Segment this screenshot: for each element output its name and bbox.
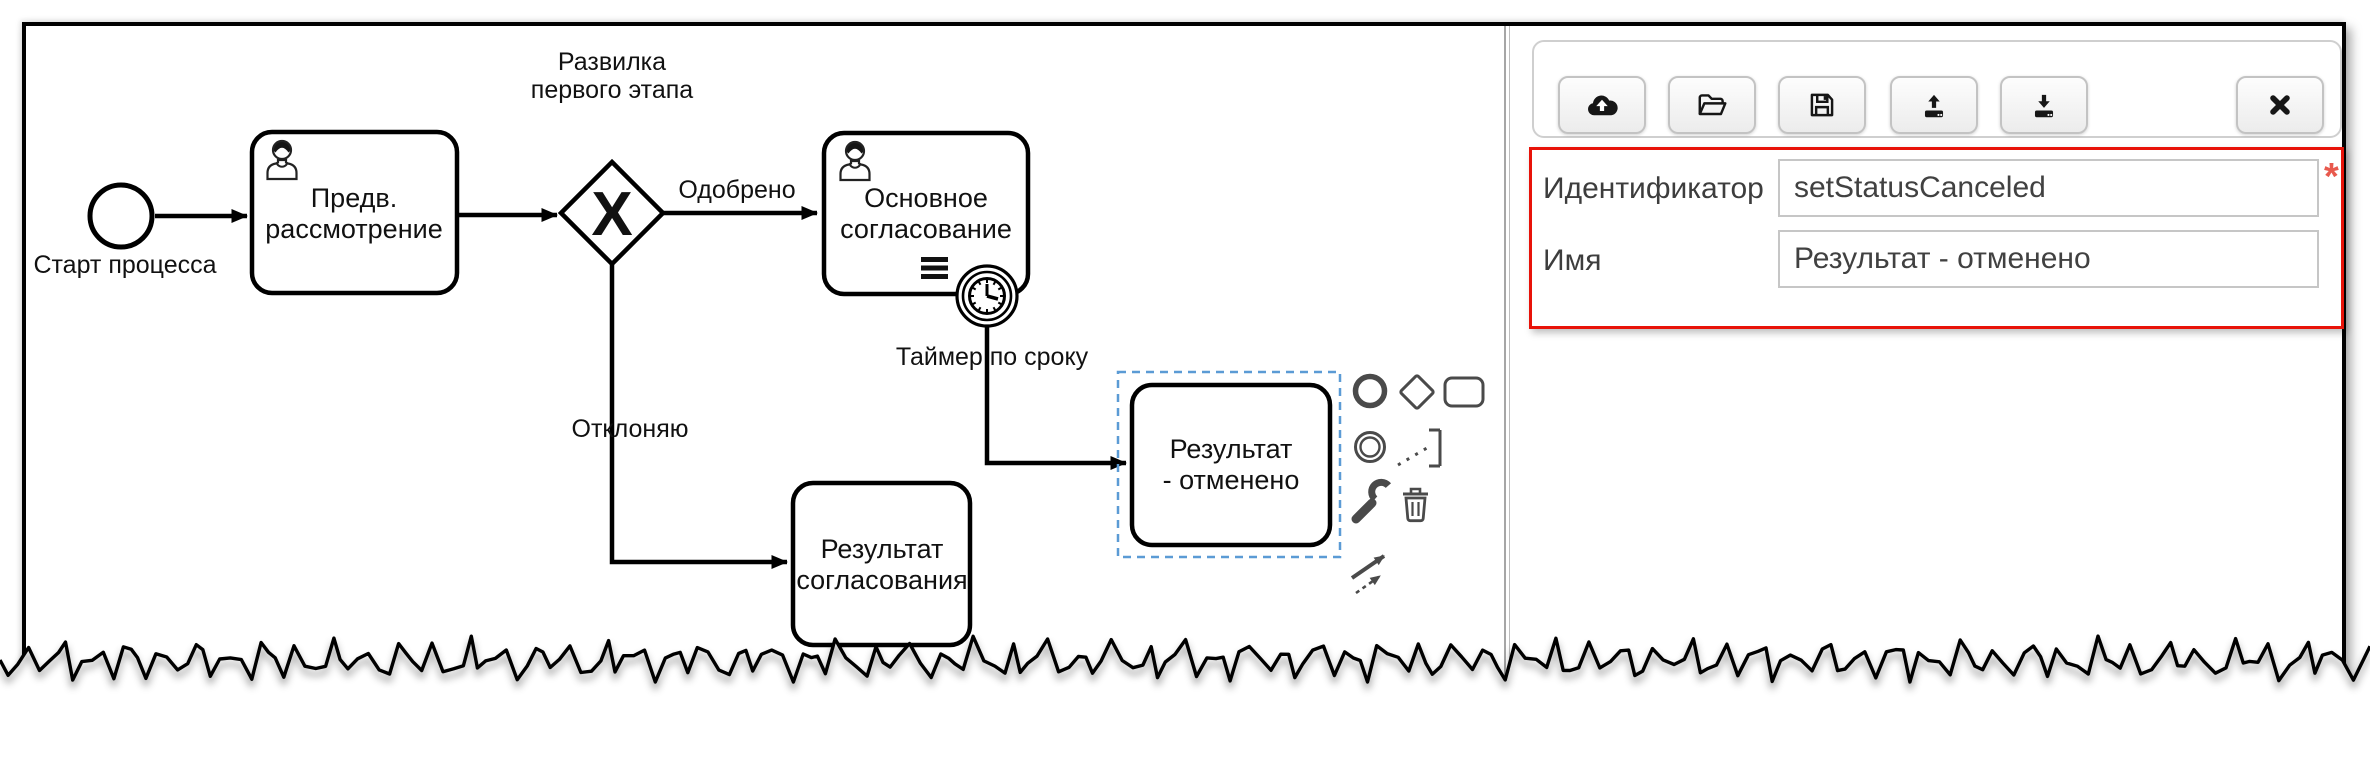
required-marker: * [2324,156,2339,198]
gateway-shape[interactable] [557,158,667,268]
user-task-icon [266,139,298,181]
start-event[interactable] [87,182,155,250]
import-upload-icon [1924,94,1944,118]
app-window: Старт процесса Предв. рассмотрение X Раз… [22,22,2346,702]
identifier-input[interactable] [1778,159,2319,217]
task-main-label-1: Основное [864,183,988,213]
bpmn-diagram-svg: Старт процесса Предв. рассмотрение X Раз… [33,48,1485,648]
upload-cloud-icon [1588,95,1618,116]
connect-flow-icon[interactable] [1350,554,1386,595]
flow-timer-to-result-canceled[interactable] [984,325,1127,470]
close-icon [2270,95,2290,115]
import-button[interactable] [1890,76,1978,134]
save-button[interactable] [1778,76,1866,134]
task-preliminary[interactable]: Предв. рассмотрение [249,129,460,296]
user-task-icon [839,140,871,182]
timer-event-label: Таймер по сроку [896,343,1089,371]
gateway-label-1: Развилка [558,48,666,76]
element-properties-box: Идентификатор * Имя [1529,147,2344,329]
context-pad [1350,373,1485,595]
append-gateway-icon[interactable] [1399,374,1435,410]
task-result-approval-shape[interactable] [790,480,973,648]
timer-boundary-event[interactable] [955,264,1019,328]
close-button[interactable] [2236,76,2324,134]
task-result-canceled-shape[interactable] [1129,382,1333,548]
trash-icon[interactable] [1403,487,1428,523]
flow-gateway-to-result-approval[interactable] [609,264,788,569]
flow-declined-label: Отклоняю [572,415,689,443]
task-result-approval-label-2: согласования [796,565,967,595]
task-preliminary-label-1: Предв. [311,183,397,213]
torn-edge-fill [0,636,2370,758]
multi-instance-marker-icon [921,257,948,279]
selection-outline [1116,370,1342,559]
append-task-icon[interactable] [1443,376,1485,408]
save-floppy-icon [1810,93,1834,117]
task-result-canceled-label-2: - отменено [1163,465,1300,495]
append-end-event-icon[interactable] [1352,373,1388,409]
task-result-approval-label-1: Результат [821,534,944,564]
gateway-x-marker: X [591,180,632,249]
gateway-label-2: первого этапа [531,76,693,104]
flow-approved-label: Одобрено [678,176,795,204]
gateway-exclusive[interactable]: X Развилка первого этапа [531,48,693,268]
task-preliminary-shape[interactable] [249,129,460,296]
panel-toolbar [1532,40,2342,138]
append-intermediate-event-icon[interactable] [1354,431,1386,463]
properties-panel: Идентификатор * Имя [1512,26,2346,698]
pane-divider [1504,26,1510,698]
torn-edge-line [0,634,2370,684]
identifier-label: Идентификатор [1543,172,1764,205]
open-folder-icon [1698,94,1727,116]
task-main[interactable]: Основное согласование [821,130,1031,297]
torn-edge [0,634,2370,758]
start-event-label: Старт процесса [33,251,216,279]
upload-cloud-button[interactable] [1558,76,1646,134]
name-input[interactable] [1778,230,2319,288]
text-annotation-icon[interactable] [1397,428,1442,468]
task-result-canceled[interactable]: Результат - отменено [1116,370,1342,559]
wrench-icon[interactable] [1351,478,1392,524]
name-label: Имя [1543,244,1602,277]
open-folder-button[interactable] [1668,76,1756,134]
bpmn-canvas[interactable]: Старт процесса Предв. рассмотрение X Раз… [26,26,1504,698]
task-main-shape[interactable] [821,130,1031,297]
export-button[interactable] [2000,76,2088,134]
task-preliminary-label-2: рассмотрение [265,214,442,244]
task-result-canceled-label-1: Результат [1170,434,1293,464]
task-result-approval[interactable]: Результат согласования [790,480,973,648]
export-download-icon [2034,94,2054,118]
timer-ticks [970,279,1004,313]
task-main-label-2: согласование [840,214,1012,244]
